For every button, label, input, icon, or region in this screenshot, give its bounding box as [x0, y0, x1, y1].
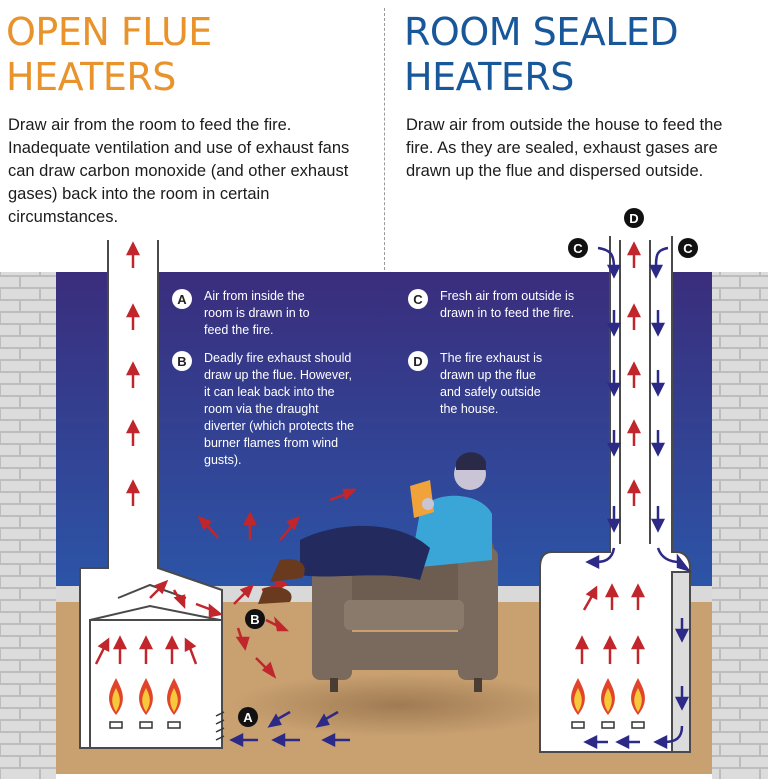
open-flue-burner-flames [109, 678, 181, 729]
callout-c-text: Fresh air from outside is drawn in to fe… [440, 289, 575, 320]
callout-a-badge: A [172, 289, 192, 309]
callout-a: A Air from inside the room is drawn in t… [172, 288, 372, 339]
callout-b-text: Deadly fire exhaust should draw up the f… [204, 351, 355, 467]
brick-wall-right [712, 272, 768, 779]
marker-c-left: C [568, 238, 588, 258]
open-flue-draught-diverter [89, 583, 221, 621]
room-sealed-heading: ROOM SEALED HEATERS [404, 10, 679, 99]
callout-d: D The fire exhaust is drawn up the flue … [408, 350, 608, 418]
reading-person [258, 452, 492, 604]
marker-a: A [238, 707, 258, 727]
room-air-arrows [229, 710, 350, 748]
center-divider [384, 8, 385, 270]
marker-b: B [245, 609, 265, 629]
callout-c: C Fresh air from outside is drawn in to … [408, 288, 608, 322]
callout-a-text: Air from inside the room is drawn in to … [204, 289, 310, 337]
open-flue-heat-arrows [94, 635, 198, 665]
marker-c-right: C [678, 238, 698, 258]
room-sealed-fresh-air-arrows [583, 246, 692, 750]
callout-c-badge: C [408, 289, 428, 309]
floor-shadow [230, 673, 570, 737]
callout-d-badge: D [408, 351, 428, 371]
room-sealed-description: Draw air from outside the house to feed … [406, 116, 723, 180]
callout-d-text: The fire exhaust is drawn up the flue an… [440, 351, 543, 416]
open-flue-exhaust-arrows [125, 241, 141, 506]
callout-b: B Deadly fire exhaust should draw up the… [172, 350, 372, 469]
room-sealed-burner-flames [571, 678, 645, 729]
open-flue-heading: OPEN FLUE HEATERS [6, 10, 212, 99]
open-flue-air-inlet [215, 711, 225, 741]
leaking-exhaust-arrows [149, 488, 358, 679]
room-sealed-exhaust-arrows [574, 241, 646, 664]
room-sealed-heater [539, 236, 691, 753]
room-sealed-inner-flue [619, 240, 651, 544]
brick-wall-left [0, 272, 56, 779]
callout-b-badge: B [172, 351, 192, 371]
marker-d: D [624, 208, 644, 228]
open-flue-description: Draw air from the room to feed the fire.… [8, 116, 350, 226]
